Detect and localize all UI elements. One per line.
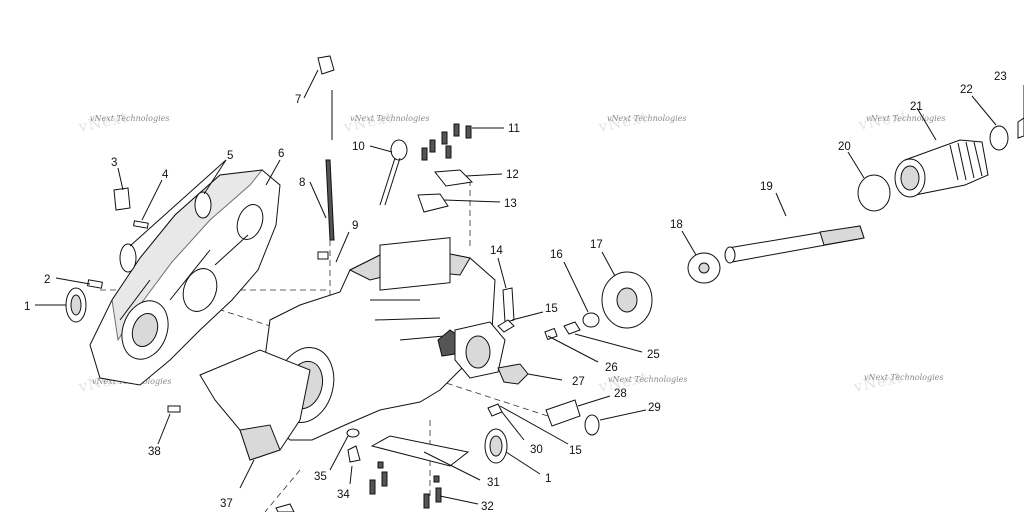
washer-22 [989,125,1009,151]
watermark-text: vNext Technologies [350,114,429,123]
o-ring-20 [857,174,891,212]
fastener-15b [487,403,503,417]
callout-27: 27 [572,376,585,388]
callout-2: 2 [44,274,50,286]
callout-3: 3 [111,157,117,169]
gasket-27 [497,363,529,385]
fastener-15a [497,319,515,333]
callout-29: 29 [648,402,661,414]
cover-plate [370,435,470,467]
callout-26: 26 [605,362,618,374]
leader-lines [35,69,1024,505]
bolt-4 [133,220,149,229]
breather-cap-7 [317,55,335,75]
plug-34 [347,445,361,463]
sleeve-14 [502,287,515,323]
callout-9: 9 [352,220,358,232]
breather-hose-8 [325,159,335,241]
callout-30: 30 [530,444,543,456]
watermark-text: vNext Technologies [864,373,943,382]
switch-13 [417,193,449,213]
callout-19: 19 [760,181,773,193]
fastener-set-11 [421,123,472,161]
seal-29 [584,414,600,436]
cap-16 [582,312,600,328]
watermark-text: vNext Technologies [608,375,687,384]
dipstick-10 [390,139,408,161]
callout-37: 37 [220,498,233,510]
part-36 [275,503,295,513]
callout-17: 17 [590,239,603,251]
pin-2 [87,279,103,289]
callout-14: 14 [490,245,503,257]
callout-labels: 1 2 3 4 5 6 7 8 9 10 11 12 13 14 15 16 1… [24,71,1007,513]
callout-20: 20 [838,141,851,153]
callout-21: 21 [910,101,923,113]
pin-9 [317,251,329,260]
watermark-1: vNext vNext Technologies [76,108,169,136]
callout-22: 22 [960,84,973,96]
callout-25: 25 [647,349,660,361]
callout-32: 32 [481,501,494,512]
callout-8: 8 [299,177,305,189]
seal-5b [194,191,212,219]
callout-31: 31 [487,477,500,489]
callout-35: 35 [314,471,327,483]
shaft-19 [724,225,865,264]
watermark-2: vNext vNext Technologies [341,108,429,136]
callout-16: 16 [550,249,563,261]
watermark-text: vNext Technologies [90,114,169,123]
watermark-4: vNext vNext Technologies [856,106,945,134]
callout-11: 11 [508,123,520,135]
bolt-25 [563,321,581,335]
bushing-28 [545,399,581,427]
axis-line [264,469,301,513]
callout-15a: 15 [545,303,558,315]
seal-5a [119,243,137,273]
watermark-3: vNext vNext Technologies [596,108,686,136]
bolt-set-32 [369,461,442,509]
watermark-8: vNext vNext Technologies [851,368,943,396]
left-cover [89,169,281,386]
funnel-housing [199,349,311,461]
callout-6: 6 [278,148,284,160]
callout-10: 10 [352,141,365,153]
clutch-assembly-21 [894,139,989,198]
watermark-text: vNext Technologies [866,114,945,123]
callout-28: 28 [614,388,627,400]
callout-1b: 1 [545,473,551,485]
callout-23: 23 [994,71,1007,83]
callout-7: 7 [295,94,301,106]
callout-13: 13 [504,198,517,210]
watermark-text: vNext Technologies [607,114,686,123]
callout-38: 38 [148,446,161,458]
label-3 [113,187,131,211]
callout-1: 1 [24,301,30,313]
switch-12 [434,169,474,187]
callout-15b: 15 [569,445,582,457]
part-23 [1017,117,1024,139]
callout-18: 18 [670,219,683,231]
washer-35 [346,428,360,438]
pin-38 [167,405,181,413]
callout-34: 34 [337,489,350,501]
callout-5: 5 [227,150,233,162]
callout-4: 4 [162,169,169,181]
callout-12: 12 [506,169,519,181]
